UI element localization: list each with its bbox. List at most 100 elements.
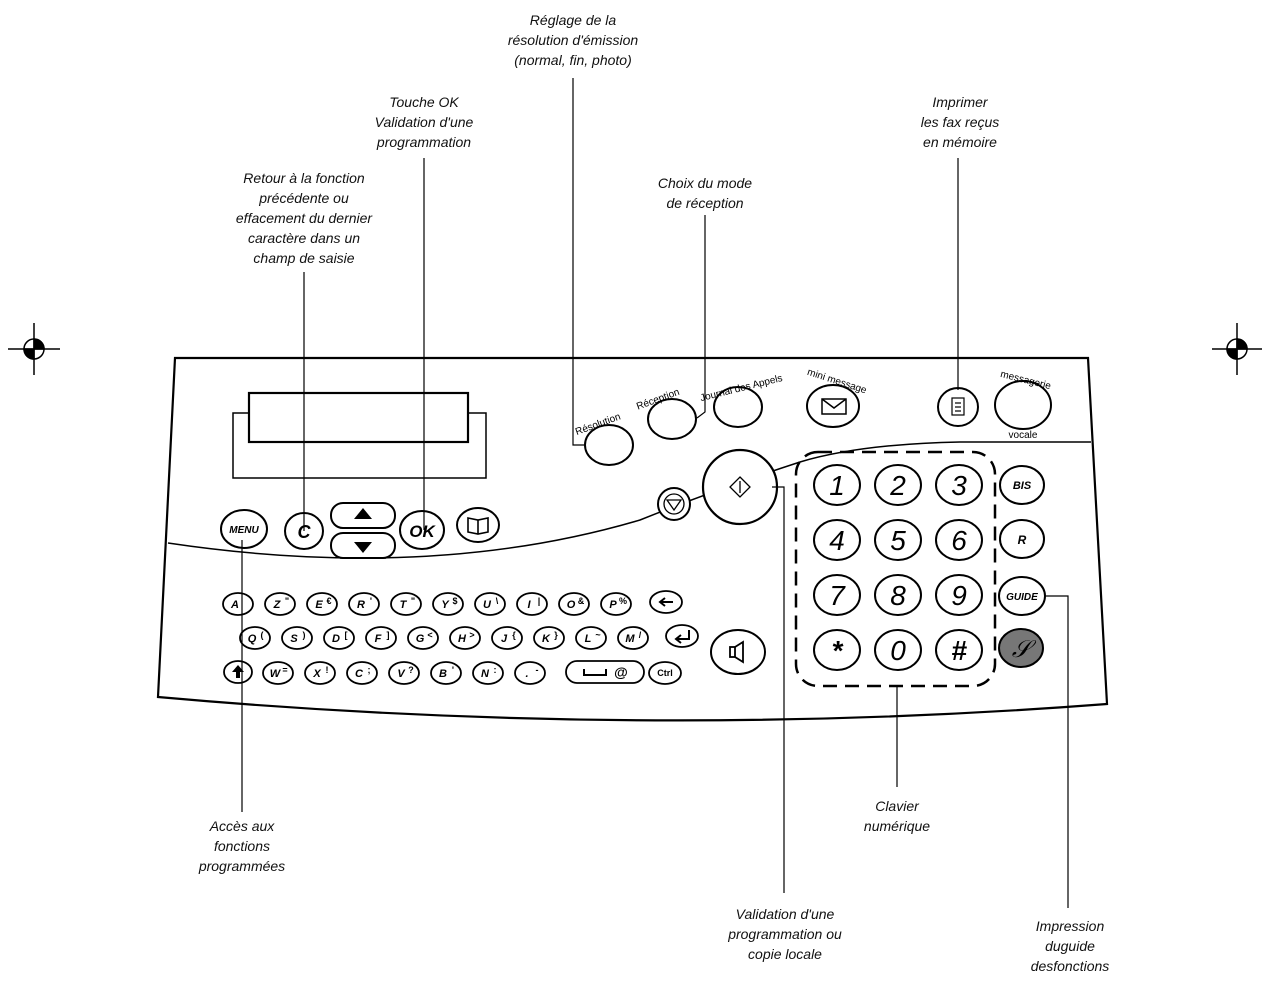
alpha-key-symbol: ]: [387, 630, 390, 640]
numeric-key-9[interactable]: 9: [935, 574, 983, 616]
alpha-key-letter: H: [458, 633, 467, 645]
space-key-symbol: @: [614, 664, 628, 680]
start-diamond-icon: [729, 476, 751, 498]
enter-key[interactable]: [665, 624, 699, 648]
alpha-key-e[interactable]: E€: [306, 592, 338, 616]
alpha-key-symbol: %: [619, 596, 627, 606]
up-arrow-icon: [354, 508, 372, 519]
alpha-key-letter: A: [230, 599, 239, 611]
alpha-key-letter: Z: [273, 599, 282, 611]
voicemail-button[interactable]: [994, 380, 1052, 430]
alpha-key-symbol: ": [285, 596, 289, 606]
annotation-keypad: Clavier numérique: [863, 798, 931, 834]
numeric-key-label: #: [951, 635, 967, 666]
alpha-key-y[interactable]: Y$: [432, 592, 464, 616]
alpha-key-t[interactable]: T": [390, 592, 422, 616]
alpha-key-b[interactable]: B': [430, 661, 462, 685]
numeric-key-label: 2: [889, 470, 906, 501]
alpha-key-.[interactable]: .-: [514, 661, 546, 685]
alpha-key-w[interactable]: W=: [262, 661, 294, 685]
alpha-key-h[interactable]: H>: [449, 626, 481, 650]
alpha-key-symbol: <: [427, 630, 432, 640]
numeric-key-6[interactable]: 6: [935, 519, 983, 561]
alpha-key-u[interactable]: U\: [474, 592, 506, 616]
alpha-key-symbol: !: [326, 665, 329, 675]
alpha-key-symbol: ~: [595, 630, 600, 640]
stop-button[interactable]: [657, 487, 691, 521]
alpha-key-symbol: >: [469, 630, 474, 640]
numeric-key-2[interactable]: 2: [874, 464, 922, 506]
alpha-key-symbol: ?: [408, 665, 414, 675]
speaker-button[interactable]: [710, 629, 766, 675]
ok-key-label: OK: [409, 522, 436, 541]
alpha-key-letter: X: [312, 668, 321, 680]
alpha-key-symbol: -: [536, 665, 539, 675]
numeric-key-3[interactable]: 3: [935, 464, 983, 506]
alpha-key-c[interactable]: C;: [346, 661, 378, 685]
numeric-key-hash[interactable]: #: [935, 629, 983, 671]
alpha-key-letter: U: [483, 599, 492, 611]
alpha-key-symbol: ': [370, 596, 372, 606]
alpha-key-letter: C: [355, 668, 364, 680]
alpha-key-p[interactable]: P%: [600, 592, 632, 616]
call-journal-button[interactable]: [713, 386, 763, 428]
annotation-resolution: Réglage de la résolution d'émission (nor…: [507, 12, 639, 68]
alpha-key-g[interactable]: G<: [407, 626, 439, 650]
shortcut-button[interactable]: [998, 628, 1044, 668]
alpha-key-letter: O: [567, 599, 576, 611]
bis-key-label: BIS: [1013, 480, 1032, 492]
alpha-key-l[interactable]: L~: [575, 626, 607, 650]
alpha-key-r[interactable]: R': [348, 592, 380, 616]
mini-message-button[interactable]: [806, 384, 860, 428]
alpha-key-symbol: =: [282, 665, 287, 675]
print-document-icon: [951, 397, 965, 416]
bis-button[interactable]: [999, 465, 1045, 505]
alpha-key-symbol: ;: [368, 665, 371, 675]
alpha-key-letter: Q: [248, 633, 257, 645]
ok-button[interactable]: [399, 510, 445, 550]
alpha-key-d[interactable]: D[: [323, 626, 355, 650]
alpha-key-symbol: (: [261, 630, 264, 640]
alpha-key-x[interactable]: X!: [304, 661, 336, 685]
alpha-key-a[interactable]: A: [222, 592, 254, 616]
annotation-print-fax: Imprimer les fax reçus en mémoire: [920, 94, 1000, 150]
alpha-key-letter: L: [585, 633, 592, 645]
envelope-icon: [821, 398, 847, 415]
alpha-key-k[interactable]: K}: [533, 626, 565, 650]
alpha-key-s[interactable]: S): [281, 626, 313, 650]
numeric-key-1[interactable]: 1: [813, 464, 861, 506]
alpha-key-j[interactable]: J{: [491, 626, 523, 650]
menu-button[interactable]: [220, 509, 268, 549]
alpha-key-m[interactable]: M/: [617, 626, 649, 650]
annotation-start-key: Validation d'une programmation ou copie …: [728, 906, 842, 962]
alpha-key-i[interactable]: I|: [516, 592, 548, 616]
alpha-key-n[interactable]: N:: [472, 661, 504, 685]
alpha-key-symbol: }: [554, 630, 558, 640]
alpha-key-letter: P: [609, 599, 617, 611]
guide-key-label: GUIDE: [1006, 592, 1038, 603]
reception-button[interactable]: [647, 398, 697, 440]
down-arrow-icon: [354, 542, 372, 553]
numeric-key-7[interactable]: 7: [813, 574, 861, 616]
alpha-key-letter: F: [375, 633, 382, 645]
alpha-key-z[interactable]: Z": [264, 592, 296, 616]
ctrl-key-label: Ctrl: [657, 668, 673, 678]
r-button[interactable]: [999, 519, 1045, 559]
numeric-key-star[interactable]: *: [813, 629, 861, 671]
numeric-key-0[interactable]: 0: [874, 629, 922, 671]
numeric-key-8[interactable]: 8: [874, 574, 922, 616]
annotation-ok-key: Touche OK Validation d'une programmation: [374, 94, 474, 150]
alpha-key-q[interactable]: Q(: [239, 626, 271, 650]
registration-mark-icon: [1212, 323, 1262, 375]
ctrl-key[interactable]: [648, 661, 682, 685]
alpha-key-f[interactable]: F]: [365, 626, 397, 650]
alpha-key-o[interactable]: O&: [558, 592, 590, 616]
alpha-key-symbol: \: [496, 596, 499, 606]
numeric-key-4[interactable]: 4: [813, 519, 861, 561]
alpha-key-symbol: $: [452, 596, 457, 606]
leader-lines: [241, 78, 1069, 908]
enter-arrow-icon: [674, 630, 690, 644]
alpha-key-v[interactable]: V?: [388, 661, 420, 685]
numeric-key-5[interactable]: 5: [874, 519, 922, 561]
